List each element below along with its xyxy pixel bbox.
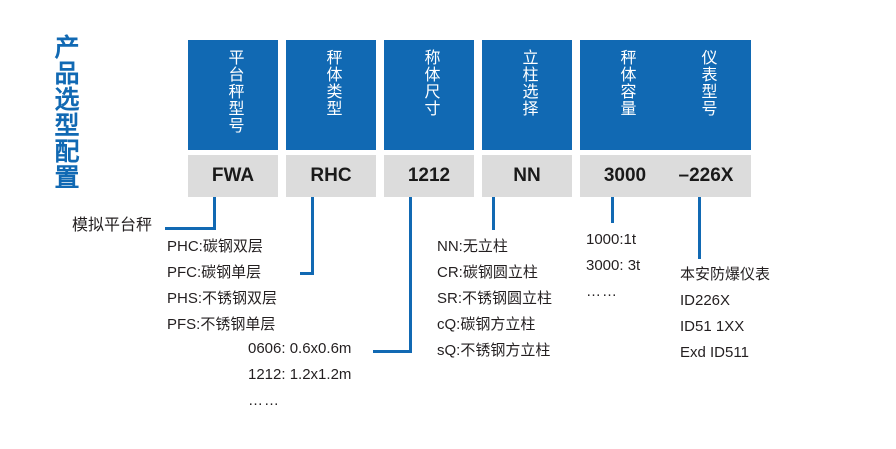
note-sizes: 0606: 0.6x0.6m 1212: 1.2x1.2m …… xyxy=(248,336,351,414)
note-line: ID51 1XX xyxy=(680,318,745,335)
column-value-post-selection: NN xyxy=(482,155,572,197)
column-header-post-selection: 立柱选择 xyxy=(482,40,572,150)
note-line: CR:碳钢圆立柱 xyxy=(437,264,538,281)
connector-line-col1-vertical xyxy=(213,197,216,230)
connector-line-col1-horizontal xyxy=(165,227,216,230)
column-header-capacity: 秤体容量 xyxy=(580,40,670,150)
note-line: PHS:不锈钢双层 xyxy=(167,290,278,307)
column-capacity: 秤体容量 3000 xyxy=(580,40,670,197)
column-header-label: 秤体容量 xyxy=(617,49,635,117)
note-capacities: 1000:1t 3000: 3t …… xyxy=(586,227,640,305)
connector-line-col4-vertical xyxy=(492,197,495,230)
column-header-scale-type: 秤体类型 xyxy=(286,40,376,150)
note-line: 0606: 0.6x0.6m xyxy=(248,340,352,357)
note-line: cQ:碳钢方立柱 xyxy=(437,316,536,333)
column-header-label: 立柱选择 xyxy=(519,49,537,117)
column-value-scale-size: 1212 xyxy=(384,155,474,197)
connector-line-col2-horizontal xyxy=(300,272,314,275)
column-header-platform-model: 平台秤型号 xyxy=(188,40,278,150)
column-header-instrument-model: 仪表型号 xyxy=(661,40,751,150)
connector-line-col6-vertical xyxy=(698,197,701,259)
note-instruments: 本安防爆仪表 ID226X ID51 1XX Exd ID511 xyxy=(680,262,770,366)
note-line: …… xyxy=(586,283,618,300)
column-value-capacity: 3000 xyxy=(580,155,670,197)
connector-line-col3-horizontal xyxy=(373,350,412,353)
column-value-scale-type: RHC xyxy=(286,155,376,197)
note-line: NN:无立柱 xyxy=(437,238,508,255)
note-line: SR:不锈钢圆立柱 xyxy=(437,290,553,307)
column-scale-type: 秤体类型 RHC xyxy=(286,40,376,197)
connector-line-col5-vertical xyxy=(611,197,614,223)
note-line: Exd ID511 xyxy=(680,344,749,361)
note-line: 1212: 1.2x1.2m xyxy=(248,366,352,383)
note-line: 本安防爆仪表 xyxy=(680,266,771,283)
note-line: ID226X xyxy=(680,292,731,309)
column-platform-model: 平台秤型号 FWA xyxy=(188,40,278,197)
column-header-label: 秤体类型 xyxy=(323,49,341,117)
column-value-instrument-model: –226X xyxy=(661,155,751,197)
column-scale-size: 称体尺寸 1212 xyxy=(384,40,474,197)
page-title: 产品选型配置 xyxy=(51,34,79,190)
column-value-platform-model: FWA xyxy=(188,155,278,197)
note-line: PHC:碳钢双层 xyxy=(167,238,263,255)
column-post-selection: 立柱选择 NN xyxy=(482,40,572,197)
note-post-options: NN:无立柱 CR:碳钢圆立柱 SR:不锈钢圆立柱 cQ:碳钢方立柱 sQ:不锈… xyxy=(437,234,552,364)
column-header-label: 称体尺寸 xyxy=(421,49,439,117)
note-line: sQ:不锈钢方立柱 xyxy=(437,342,551,359)
note-line: 1000:1t xyxy=(586,231,637,248)
note-scale-types: PHC:碳钢双层 PFC:碳钢单层 PHS:不锈钢双层 PFS:不锈钢单层 xyxy=(167,234,277,338)
connector-line-col3-vertical xyxy=(409,197,412,353)
note-line: …… xyxy=(248,392,280,409)
note-line: PFC:碳钢单层 xyxy=(167,264,262,281)
note-line: PFS:不锈钢单层 xyxy=(167,316,276,333)
column-instrument-model: 仪表型号 –226X xyxy=(661,40,751,197)
column-header-label: 仪表型号 xyxy=(698,49,716,117)
note-line: 3000: 3t xyxy=(586,257,641,274)
column-header-label: 平台秤型号 xyxy=(225,49,243,134)
note-platform-label: 模拟平台秤 xyxy=(72,217,153,234)
column-header-scale-size: 称体尺寸 xyxy=(384,40,474,150)
connector-line-col2-vertical xyxy=(311,197,314,275)
